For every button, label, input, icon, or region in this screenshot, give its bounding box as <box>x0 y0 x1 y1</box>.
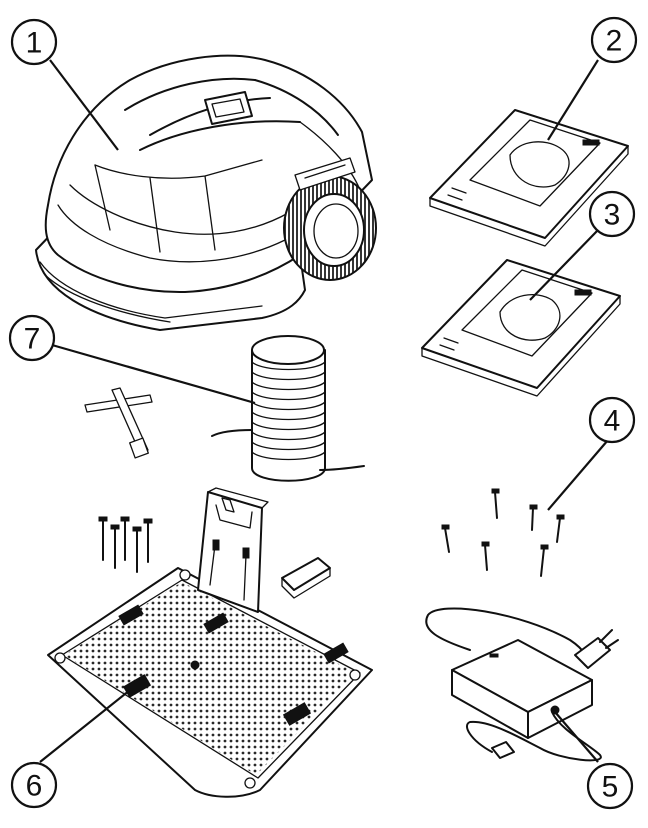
robotic-mower <box>35 54 377 331</box>
callout-7-label: 7 <box>24 323 41 356</box>
callout-2-label: 2 <box>606 25 623 58</box>
callout-1-label: 1 <box>26 27 43 60</box>
power-supply <box>425 607 619 762</box>
leader-lines <box>39 59 609 763</box>
boundary-wire-coil <box>211 335 365 482</box>
wire-connector <box>281 557 331 599</box>
callout-5: 5 <box>586 762 634 810</box>
manual-booklet-2 <box>421 259 621 397</box>
callout-6-label: 6 <box>26 770 43 803</box>
callout-1: 1 <box>10 18 58 66</box>
ground-pegs <box>441 488 565 577</box>
callout-2: 2 <box>590 16 638 64</box>
callout-4: 4 <box>588 396 636 444</box>
base-screws <box>98 516 153 573</box>
callout-4-label: 4 <box>604 405 621 438</box>
callout-3: 3 <box>588 190 636 238</box>
callout-6: 6 <box>10 761 58 809</box>
callout-5-label: 5 <box>602 771 619 804</box>
callout-3-label: 3 <box>604 199 621 232</box>
t-wrench-tool <box>84 387 153 459</box>
manual-booklet-1 <box>429 109 629 247</box>
callout-7: 7 <box>8 314 56 362</box>
charging-station <box>47 487 373 798</box>
